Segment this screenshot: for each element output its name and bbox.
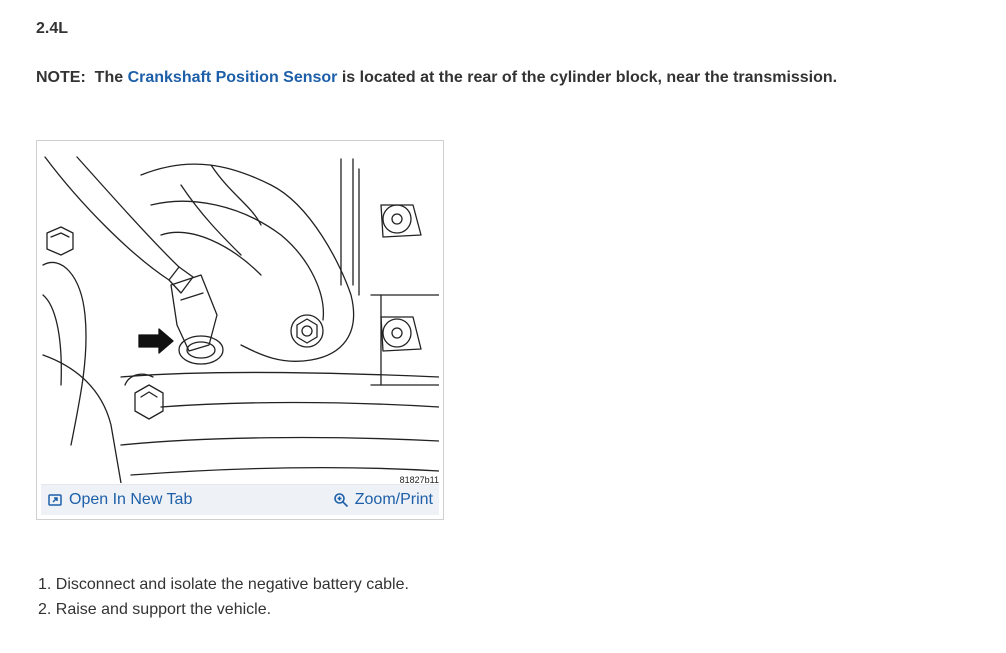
open-in-new-tab-label: Open In New Tab xyxy=(69,491,193,508)
note-post-link: is located at the rear of the cylinder b… xyxy=(341,69,838,86)
zoom-print-button[interactable]: Zoom/Print xyxy=(327,491,439,509)
zoom-magnifier-icon xyxy=(333,493,348,508)
figure-action-bar: Open In New Tab Zoom/Print xyxy=(41,484,439,515)
engine-label: 2.4L xyxy=(36,20,69,37)
figure-id-label: 81827b11 xyxy=(399,475,439,485)
open-in-new-tab-button[interactable]: Open In New Tab xyxy=(41,491,198,509)
step-number: 1. xyxy=(38,576,52,593)
note-prefix: NOTE: xyxy=(36,69,86,86)
open-in-new-tab-icon xyxy=(48,494,62,506)
crankshaft-sensor-illustration xyxy=(42,156,439,483)
crankshaft-sensor-link[interactable]: Crankshaft Position Sensor xyxy=(127,69,338,86)
procedure-steps: 1. Disconnect and isolate the negative b… xyxy=(38,572,409,622)
note-paragraph: NOTE: The Crankshaft Position Sensor is … xyxy=(36,69,837,87)
zoom-print-label: Zoom/Print xyxy=(354,491,433,508)
step-text: Disconnect and isolate the negative batt… xyxy=(55,576,409,593)
step-item: 2. Raise and support the vehicle. xyxy=(38,597,409,622)
figure-container: 81827b11 Open In New Tab Zoom/Print xyxy=(36,140,444,520)
note-pre-link: The xyxy=(94,69,124,86)
step-item: 1. Disconnect and isolate the negative b… xyxy=(38,572,409,597)
step-number: 2. xyxy=(38,601,52,618)
step-text: Raise and support the vehicle. xyxy=(55,601,272,618)
